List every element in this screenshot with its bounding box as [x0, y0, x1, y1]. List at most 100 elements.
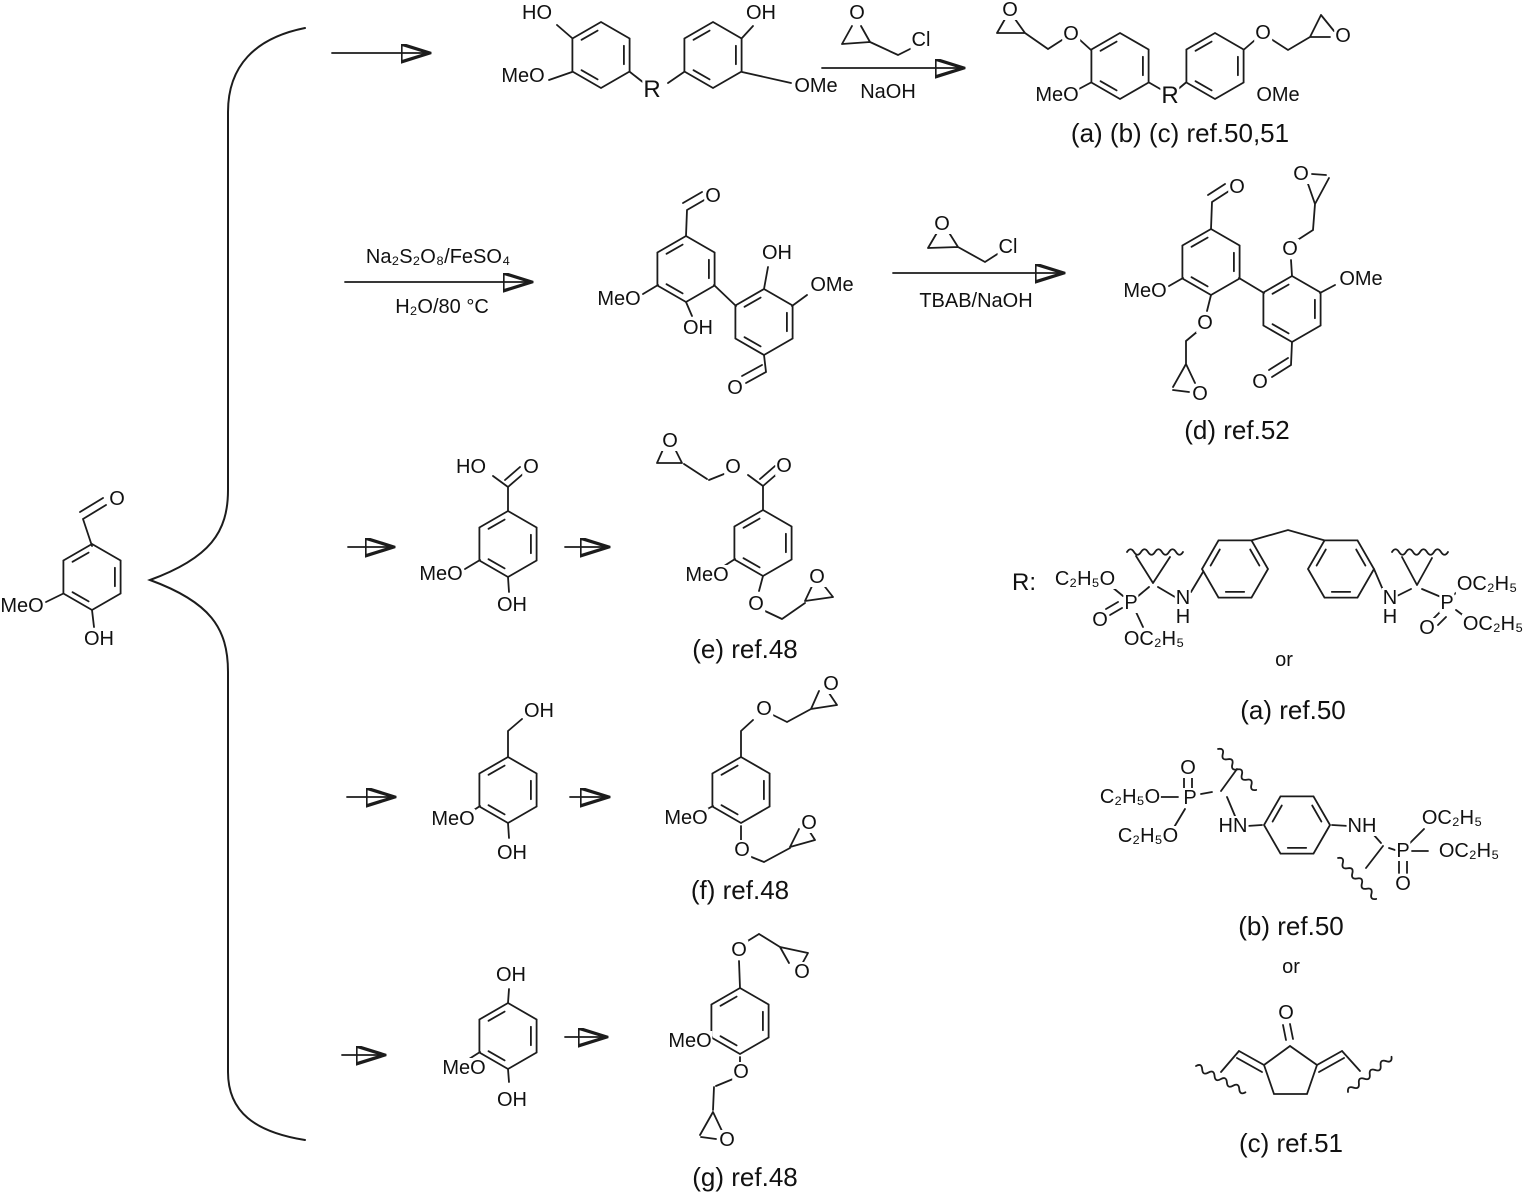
caption-r-b: (b) ref.50	[1238, 911, 1344, 941]
structure-r-a-bonds	[1105, 529, 1465, 628]
atom-label-o: O	[1001, 0, 1019, 21]
atom-label-o: O	[808, 566, 826, 588]
atom-label-oh: OH	[496, 842, 528, 864]
atom-label-h: H	[1174, 606, 1192, 628]
atom-label-o: O	[1281, 238, 1299, 260]
atom-label-o: O	[1228, 176, 1246, 198]
atom-label-o: O	[775, 455, 793, 477]
atom-label-o: O	[726, 377, 744, 399]
atom-label-o: O	[1179, 757, 1197, 779]
atom-label-o: O	[732, 1061, 750, 1083]
atom-label-p: P	[1395, 840, 1411, 862]
atom-label-o: O	[1091, 609, 1109, 631]
structure-bisphenol-bonds	[548, 24, 792, 84]
atom-label-ome: OMe	[809, 274, 855, 296]
atom-label-o: O	[793, 961, 811, 983]
atom-label-oc2h5: OC₂H₅	[1122, 628, 1186, 650]
atom-label-o: O	[747, 593, 765, 615]
caption-product-e: (e) ref.48	[692, 634, 798, 664]
structure-vanillyl-alcohol-bonds	[467, 718, 523, 839]
atom-label-o: O	[848, 2, 866, 24]
atom-label-o: O	[1334, 25, 1352, 47]
atom-label-oh: OH	[523, 700, 555, 722]
atom-label-o: O	[1418, 617, 1436, 639]
atom-label-o: O	[661, 430, 679, 452]
structure-product-d-bonds	[1168, 173, 1336, 393]
reagent-tbab-naoh: TBAB/NaOH	[919, 290, 1033, 312]
atom-label-o: O	[522, 456, 540, 478]
atom-label-oc2h5: OC₂H₅	[1420, 807, 1484, 829]
atom-label-n: N	[1381, 587, 1399, 609]
atom-label-o: O	[1254, 22, 1272, 44]
atom-label-o: O	[704, 185, 722, 207]
caption-r-c: (c) ref.51	[1238, 1128, 1344, 1158]
atom-label-o: O	[108, 488, 126, 510]
atom-label-cl: Cl	[910, 29, 932, 51]
atom-label-meo: MeO	[0, 595, 45, 617]
atom-label-ho: HO	[521, 2, 553, 24]
or-separator: or	[1275, 649, 1293, 671]
atom-label-oh: OH	[682, 317, 714, 339]
caption-product-d: (d) ref.52	[1184, 415, 1290, 445]
structure-hydroquinone-bonds	[468, 988, 510, 1083]
atom-label-p: P	[1182, 787, 1198, 809]
atom-label-cl: Cl	[997, 236, 1019, 258]
atom-label-oc2h5: OC₂H₅	[1455, 573, 1519, 595]
atom-label-h: H	[1381, 606, 1399, 628]
atom-label-c2h5o: C₂H₅O	[1116, 825, 1180, 847]
structure-r-b-bonds	[1160, 768, 1429, 874]
atom-label-ome: OMe	[793, 75, 839, 97]
structure-product-g-bonds	[699, 933, 809, 1140]
atom-label-o: O	[755, 698, 773, 720]
atom-label-meo: MeO	[596, 288, 642, 310]
structure-vanillin-bonds	[45, 497, 107, 628]
squiggle-bond	[1126, 548, 1184, 556]
atom-label-meo: MeO	[500, 65, 546, 87]
atom-label-oh: OH	[745, 2, 777, 24]
structure-epichlorohydrin2-bonds	[927, 230, 1000, 264]
atom-label-oh: OH	[761, 242, 793, 264]
atom-label-r-linker: R	[642, 76, 662, 103]
atom-label-ome: OMe	[1338, 268, 1384, 290]
reagent-water-80c: H₂O/80 °C	[395, 296, 489, 318]
atom-label-meo: MeO	[663, 807, 709, 829]
atom-label-nh: NH	[1346, 815, 1378, 837]
squiggle-bond	[1215, 746, 1260, 793]
atom-label-meo: MeO	[418, 563, 464, 585]
atom-label-o: O	[933, 213, 951, 235]
caption-product-g: (g) ref.48	[692, 1162, 798, 1192]
atom-label-o: O	[1292, 163, 1310, 185]
structure-vanillic-acid-bonds	[464, 466, 524, 593]
atom-label-p: P	[1123, 592, 1139, 614]
reaction-arrows	[331, 53, 1062, 1055]
atom-label-oh: OH	[495, 964, 527, 986]
or-separator: or	[1282, 956, 1300, 978]
r-definition-label: R:	[1011, 569, 1037, 596]
squiggle-bond	[1345, 1053, 1395, 1096]
atom-label-oc2h5: OC₂H₅	[1437, 840, 1501, 862]
atom-label-c2h5o: C₂H₅O	[1098, 786, 1162, 808]
atom-label-n: N	[1174, 587, 1192, 609]
squiggle-bond	[1391, 548, 1449, 556]
atom-label-r-linker: R	[1160, 82, 1180, 109]
atom-label-ome: OMe	[1255, 84, 1301, 106]
structure-product-abc-bonds	[996, 14, 1335, 91]
atom-label-meo: MeO	[430, 808, 476, 830]
atom-label-oh: OH	[496, 1089, 528, 1111]
atom-label-meo: MeO	[667, 1030, 713, 1052]
structure-epichlorohydrin1-bonds	[841, 25, 915, 56]
atom-label-hn: HN	[1217, 815, 1249, 837]
atom-label-meo: MeO	[1034, 84, 1080, 106]
atom-label-o: O	[730, 939, 748, 961]
atom-label-p: P	[1439, 592, 1455, 614]
structure-divanillin-bonds	[642, 191, 808, 384]
reagent-persulfate-iron: Na₂S₂O₈/FeSO₄	[365, 246, 511, 268]
atom-label-o: O	[1196, 312, 1214, 334]
atom-label-o: O	[1062, 23, 1080, 45]
atom-label-o: O	[1251, 371, 1269, 393]
atom-label-o: O	[1394, 873, 1412, 895]
curly-brace	[147, 27, 306, 1141]
atom-label-o: O	[718, 1129, 736, 1151]
